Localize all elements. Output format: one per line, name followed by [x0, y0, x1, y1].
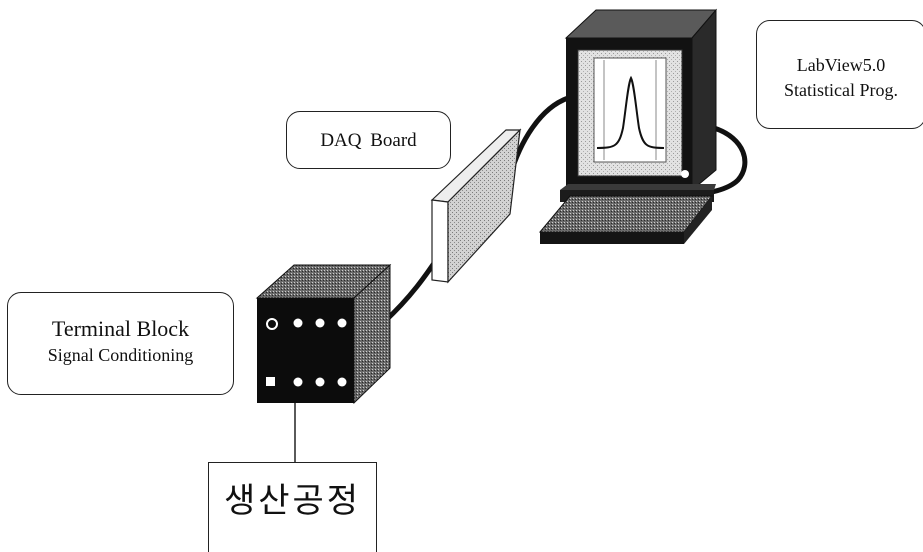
- terminal-port: [316, 319, 325, 328]
- terminal-block-label: Terminal Block Signal Conditioning: [7, 292, 234, 395]
- terminal-port: [294, 319, 303, 328]
- labview-label: LabView5.0 Statistical Prog.: [756, 20, 923, 129]
- production-process-label: 생산공정: [224, 481, 361, 521]
- production-process-box: 생산공정: [208, 462, 377, 552]
- terminal-label-line2: Signal Conditioning: [8, 343, 233, 367]
- labview-label-line2: Statistical Prog.: [757, 78, 923, 103]
- daq-board-label-text: DAQ Board: [320, 130, 416, 151]
- terminal-port-square: [266, 377, 275, 386]
- terminal-port: [316, 378, 325, 387]
- terminal-block-icon: [257, 265, 390, 403]
- terminal-port: [338, 378, 347, 387]
- terminal-label-line1: Terminal Block: [8, 315, 233, 343]
- keyboard-icon: [540, 196, 712, 244]
- power-led: [681, 170, 689, 178]
- terminal-port: [294, 378, 303, 387]
- computer-icon: [540, 10, 716, 244]
- daq-board-label: DAQ Board: [286, 111, 451, 169]
- labview-label-line1: LabView5.0: [757, 53, 923, 78]
- terminal-port: [338, 319, 347, 328]
